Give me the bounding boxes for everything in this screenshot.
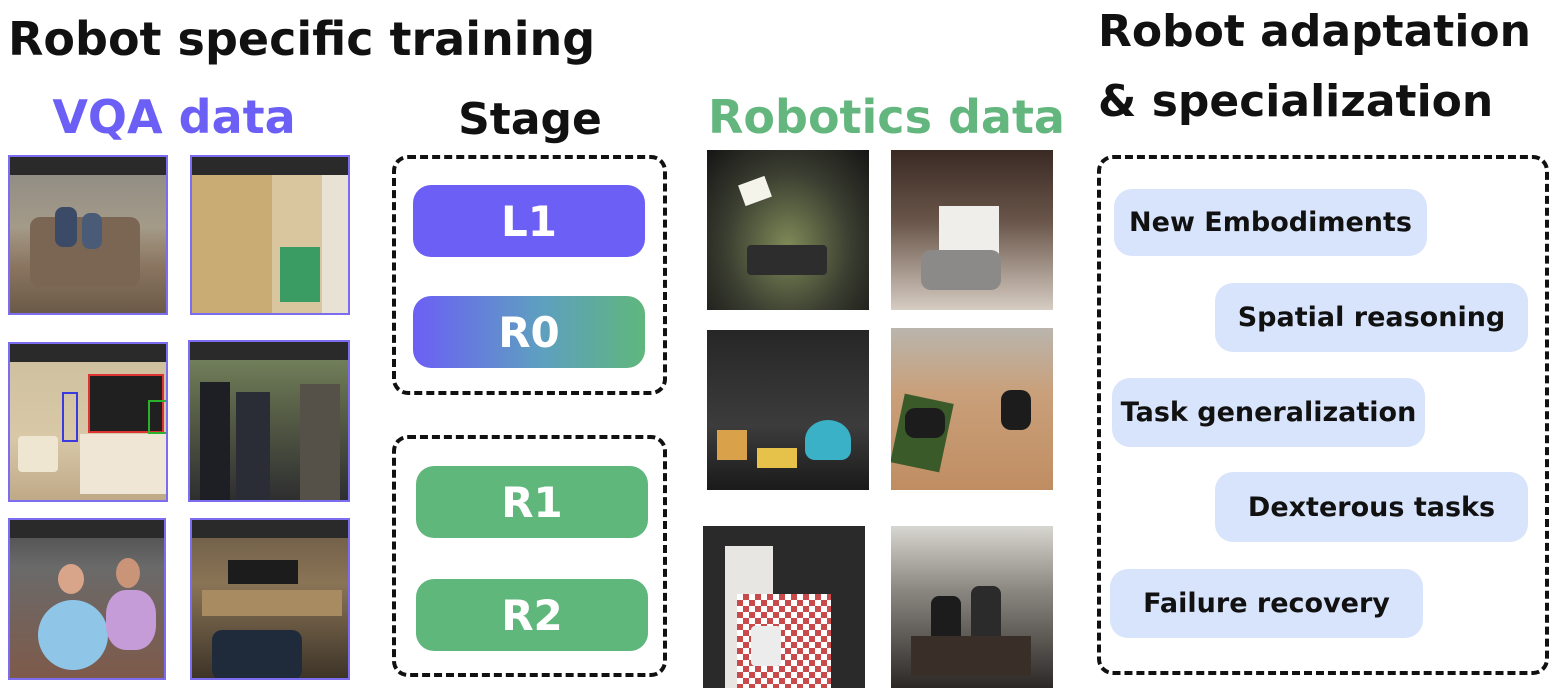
skill-task-generalization: Task generalization (1112, 378, 1425, 447)
right-title-line2: & specialization (1098, 76, 1494, 127)
skill-spatial-reasoning: Spatial reasoning (1215, 283, 1528, 352)
robotics-image-lab-table (707, 150, 869, 310)
vqa-image-tv-room (8, 342, 168, 502)
robotics-image-microscopes (891, 526, 1053, 688)
stage-group-pretraining (392, 155, 667, 395)
skill-dexterous-tasks: Dexterous tasks (1215, 472, 1528, 542)
stage-l1: L1 (413, 185, 645, 257)
vqa-image-cabinet (190, 155, 350, 315)
vqa-image-costume (8, 518, 166, 680)
stage-header: Stage (458, 94, 602, 145)
robotics-header: Robotics data (708, 90, 1065, 144)
vqa-image-crowd (188, 340, 350, 502)
skill-new-embodiments: New Embodiments (1114, 189, 1427, 256)
right-title-line1: Robot adaptation (1098, 6, 1531, 57)
adaptation-box (1097, 155, 1549, 675)
robotics-image-hands-table (891, 328, 1053, 490)
skill-failure-recovery: Failure recovery (1110, 569, 1423, 638)
stage-r1: R1 (416, 466, 648, 538)
stage-group-robot (392, 435, 667, 677)
vqa-image-living-room (8, 155, 168, 315)
robotics-image-toy-objects (707, 330, 869, 490)
robotics-image-bedroom (891, 150, 1053, 310)
vqa-header: VQA data (52, 90, 296, 144)
stage-r0: R0 (413, 296, 645, 368)
stage-r2: R2 (416, 579, 648, 651)
vqa-image-office (190, 518, 350, 680)
robotics-image-checkered-table (703, 526, 865, 688)
left-title: Robot specific training (8, 12, 596, 66)
